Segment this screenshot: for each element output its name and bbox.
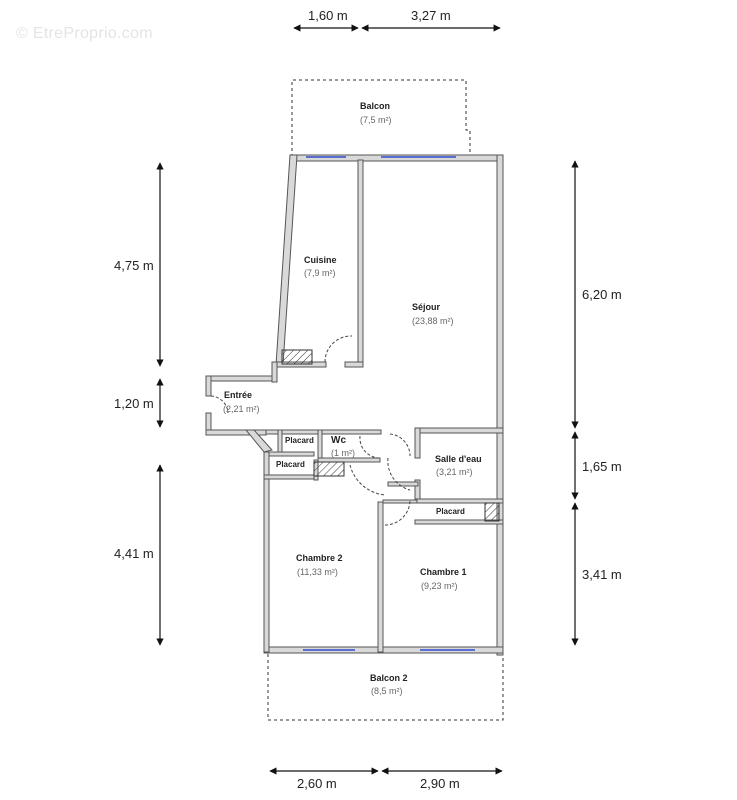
room-sejour: Séjour (412, 302, 441, 312)
room-salle-deau: Salle d'eau (435, 454, 482, 464)
room-placard-2: Placard (276, 460, 305, 469)
dim-right-3: 3,41 m (582, 567, 622, 582)
room-entree-area: (2,21 m²) (223, 404, 260, 414)
room-cuisine: Cuisine (304, 255, 337, 265)
room-chambre-1: Chambre 1 (420, 567, 467, 577)
room-entree: Entrée (224, 390, 253, 400)
dim-bottom-2: 2,90 m (420, 776, 460, 791)
room-sejour-area: (23,88 m²) (412, 316, 454, 326)
room-name: Balcon (360, 101, 391, 111)
dim-top-2: 3,27 m (411, 8, 451, 23)
balcon-2-outline (267, 654, 504, 721)
room-wc: Wc (331, 435, 346, 446)
room-salle-deau-area: (3,21 m²) (436, 467, 473, 477)
room-chambre-1-area: (9,23 m²) (421, 581, 458, 591)
dim-top-1: 1,60 m (308, 8, 348, 23)
dim-bottom-1: 2,60 m (297, 776, 337, 791)
room-balcon-2-area: (8,5 m²) (371, 686, 403, 696)
room-balcon-2: Balcon 2 (370, 673, 408, 683)
dim-left-3: 4,41 m (114, 546, 154, 561)
room-chambre-2: Chambre 2 (296, 553, 343, 563)
dimension-lines (156, 24, 579, 775)
dim-left-1: 4,75 m (114, 258, 154, 273)
room-cuisine-area: (7,9 m²) (304, 268, 336, 278)
room-placard-1: Placard (285, 436, 314, 445)
dim-right-2: 1,65 m (582, 459, 622, 474)
dim-right-1: 6,20 m (582, 287, 622, 302)
room-balcon-area: (7,5 m²) (360, 115, 392, 125)
room-placard-3: Placard (436, 507, 465, 516)
balcon-outline (291, 79, 471, 157)
watermark: © EtreProprio.com (16, 25, 153, 42)
room-chambre-2-area: (11,33 m²) (297, 567, 338, 577)
room-wc-area: (1 m²) (331, 448, 355, 458)
dim-left-2: 1,20 m (114, 396, 154, 411)
